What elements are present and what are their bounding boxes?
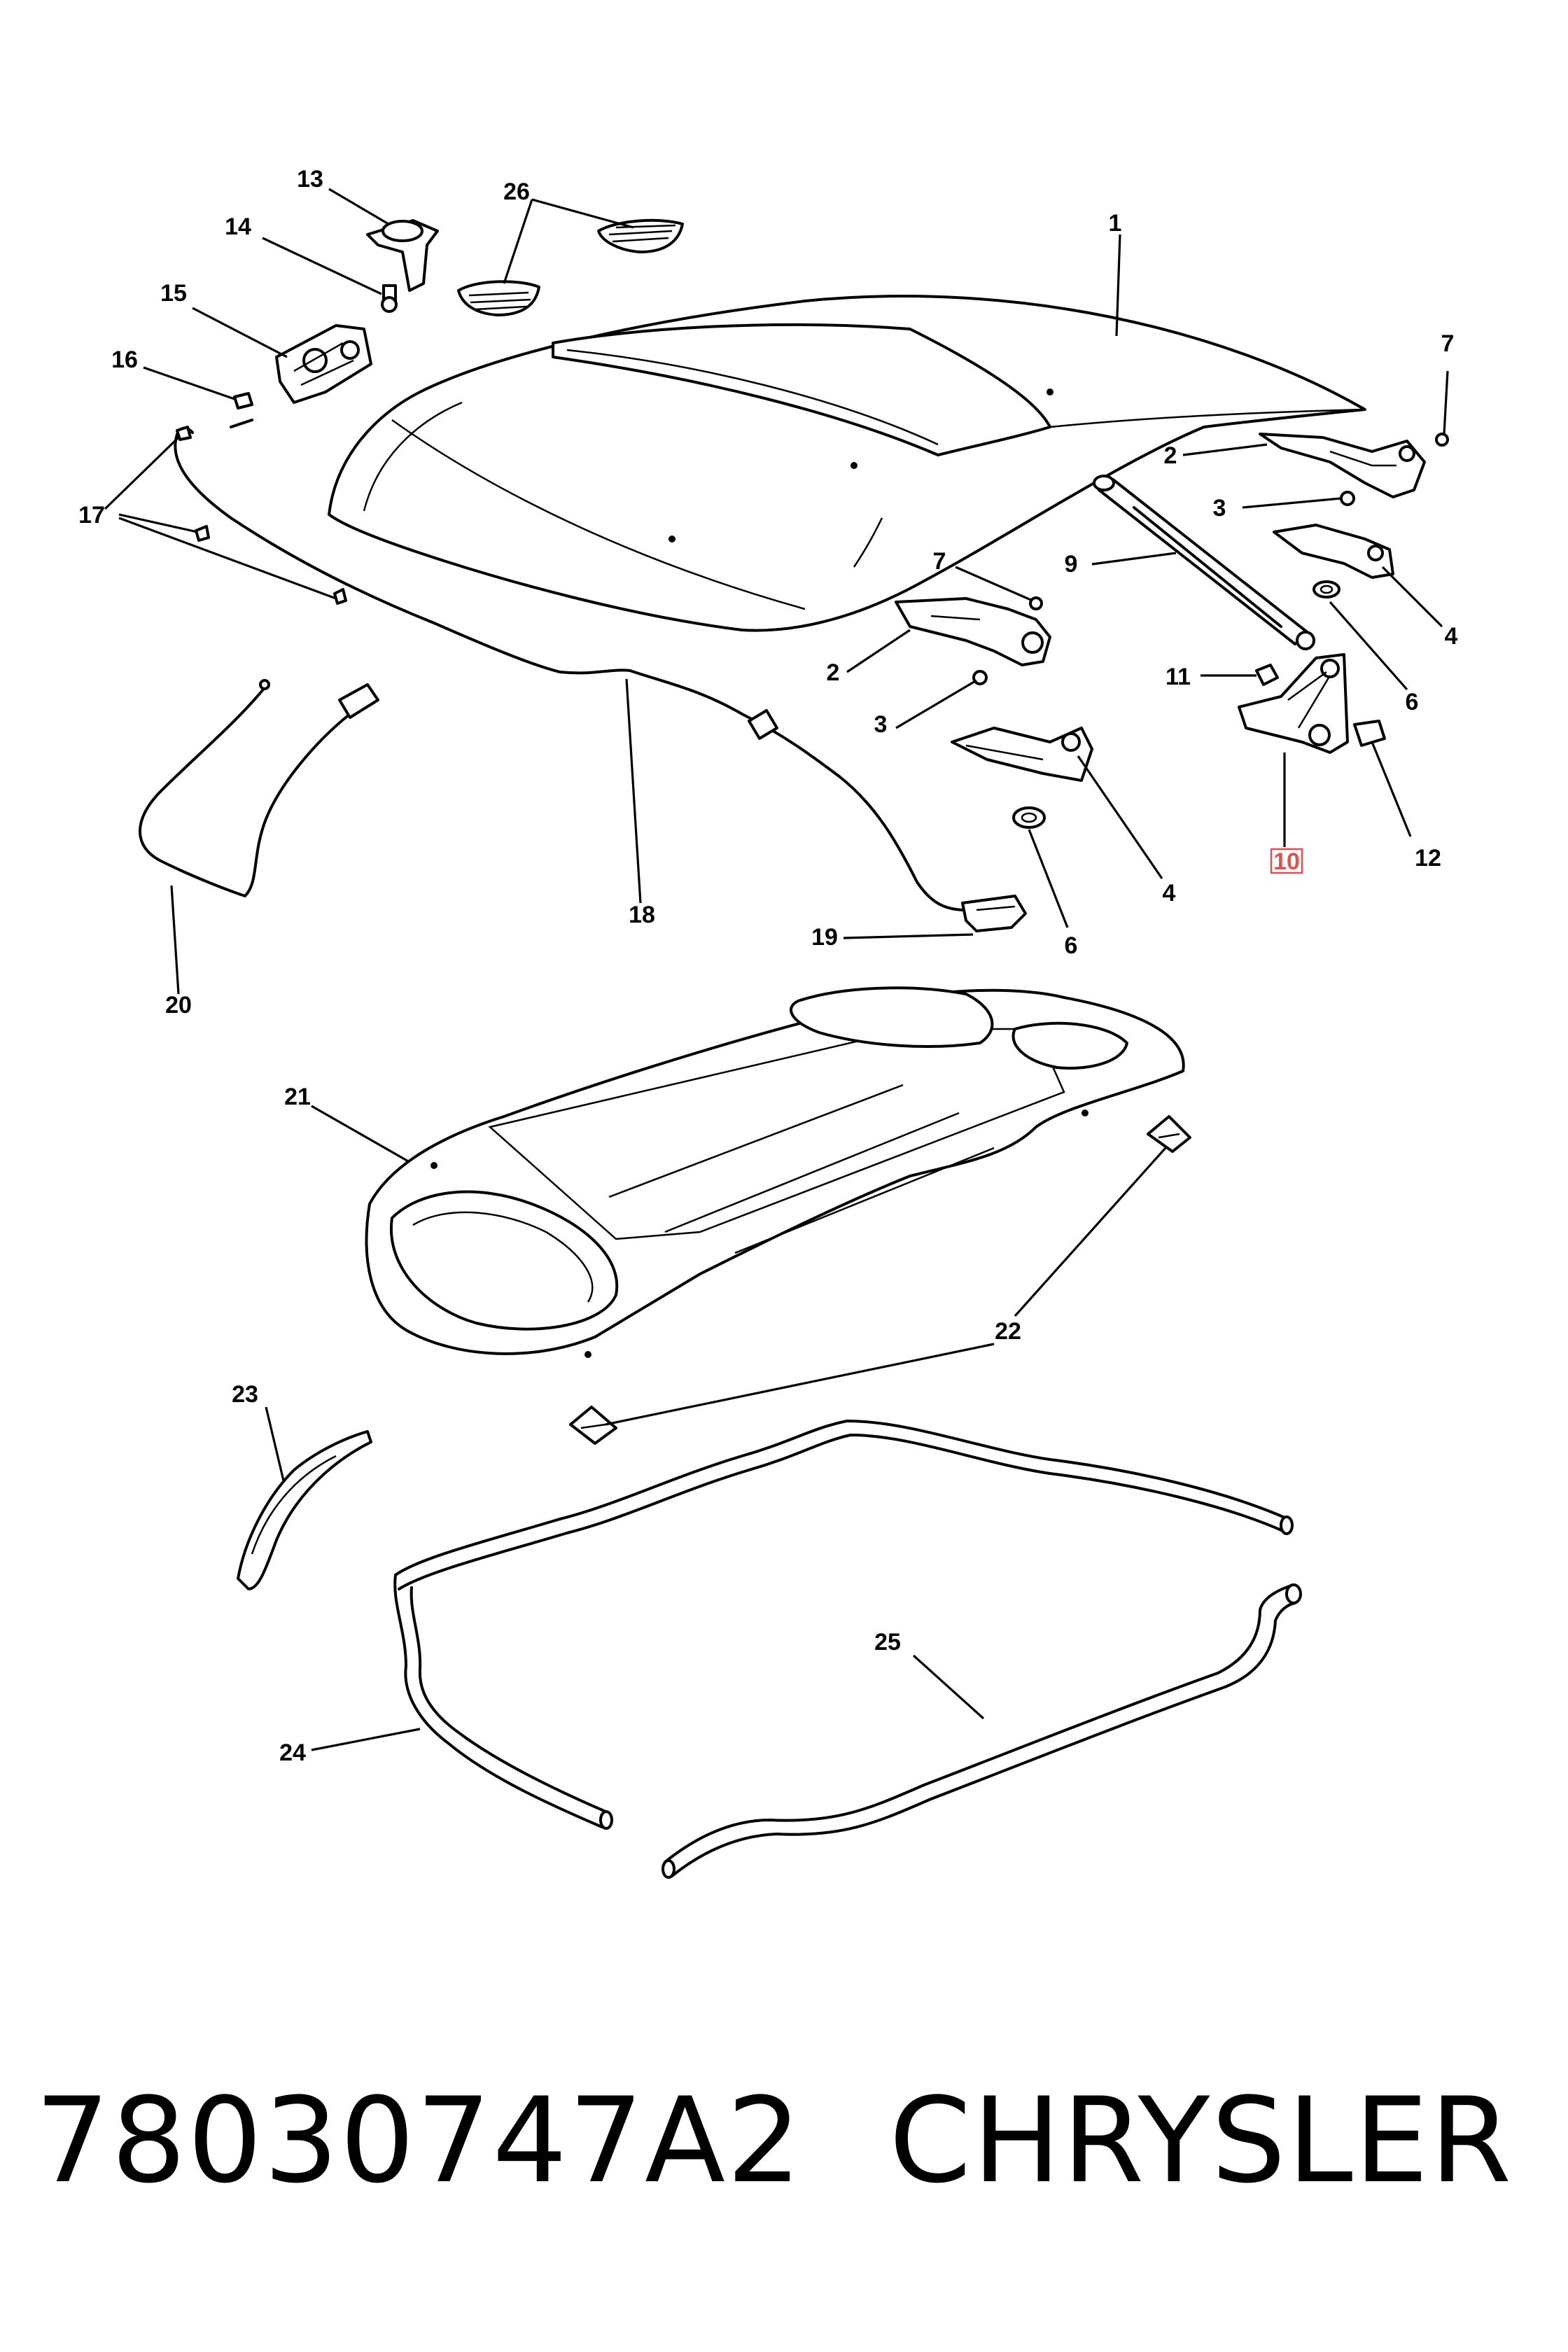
callout-16: 16 <box>111 346 138 373</box>
part-19-cable-end <box>961 895 1027 932</box>
callout-22: 22 <box>995 1318 1021 1345</box>
callout-9: 9 <box>1065 551 1078 578</box>
callout-15: 15 <box>160 280 187 307</box>
callout-7-upper: 7 <box>1441 330 1455 357</box>
part-6-washer-lower <box>1012 806 1046 829</box>
callout-26: 26 <box>503 178 530 205</box>
manufacturer-name: CHRYSLER <box>889 2072 1513 2209</box>
callout-4-upper: 4 <box>1445 623 1458 650</box>
part-9-gas-strut <box>1093 475 1315 650</box>
part-14-bolt <box>381 284 398 313</box>
part-number: 78030747A2 <box>35 2072 803 2209</box>
part-24-hood-seal <box>393 1420 1294 1830</box>
part-17-clips <box>176 426 347 605</box>
part-26-vent-grille-left <box>457 280 540 316</box>
part-23-seal-section <box>237 1430 372 1590</box>
part-13-bumper-mount <box>366 219 439 292</box>
part-16-pin <box>233 392 253 410</box>
part-20-harness <box>139 679 379 897</box>
callout-1: 1 <box>1109 210 1122 237</box>
part-7-nut-upper <box>1435 433 1449 447</box>
callout-21: 21 <box>284 1084 311 1110</box>
part-22-push-clip-left <box>569 1406 617 1445</box>
callout-6-upper: 6 <box>1406 689 1419 715</box>
callout-24: 24 <box>279 1740 306 1766</box>
part-4-bracket-upper <box>1273 524 1394 579</box>
callout-4-lower: 4 <box>1163 880 1176 906</box>
hood-panel <box>328 295 1366 632</box>
callout-14: 14 <box>225 214 251 240</box>
callout-3-lower: 3 <box>874 711 888 738</box>
callouts: 1 2 2 3 3 4 4 6 6 7 7 9 10 11 12 13 14 1… <box>78 166 1457 1766</box>
callout-18: 18 <box>629 902 655 928</box>
callout-7-lower: 7 <box>933 548 946 575</box>
callout-10-highlight <box>1270 848 1303 874</box>
callout-12: 12 <box>1415 845 1441 872</box>
callout-2-lower: 2 <box>827 659 840 686</box>
callout-25: 25 <box>874 1629 901 1656</box>
part-22-push-clip-right <box>1147 1115 1191 1153</box>
part-25-hood-seal-lower <box>662 1583 1302 1879</box>
callout-6-lower: 6 <box>1065 932 1078 959</box>
callout-23: 23 <box>232 1381 258 1408</box>
part-21-hood-insulator <box>365 986 1185 1358</box>
callout-17: 17 <box>78 502 105 528</box>
part-12-clip <box>1353 720 1386 747</box>
leader-lines <box>104 188 1449 1751</box>
callout-2-upper: 2 <box>1164 442 1177 469</box>
part-3-bolt-lower <box>972 670 988 685</box>
part-2-hinge-upper <box>1259 433 1426 498</box>
callout-11: 11 <box>1166 664 1191 690</box>
part-11-clip <box>1255 664 1279 686</box>
part-3-bolt-upper <box>1340 491 1355 506</box>
part-4-bracket-lower <box>951 727 1093 782</box>
callout-10: 10 <box>1273 848 1300 875</box>
part-6-washer-upper <box>1312 580 1340 598</box>
part-7-nut-lower <box>1029 596 1043 610</box>
callout-20: 20 <box>165 992 192 1018</box>
part-15-latch <box>275 324 372 404</box>
callout-3-upper: 3 <box>1213 495 1226 522</box>
callout-19: 19 <box>811 924 838 951</box>
callout-13: 13 <box>297 166 323 192</box>
footer: 78030747A2 CHRYSLER <box>0 2072 1568 2209</box>
part-26-vent-grille-right <box>597 218 684 253</box>
part-18-release-cable <box>174 419 967 911</box>
part-2-hinge-lower <box>895 597 1051 666</box>
part-10-strut-bracket <box>1238 653 1349 754</box>
